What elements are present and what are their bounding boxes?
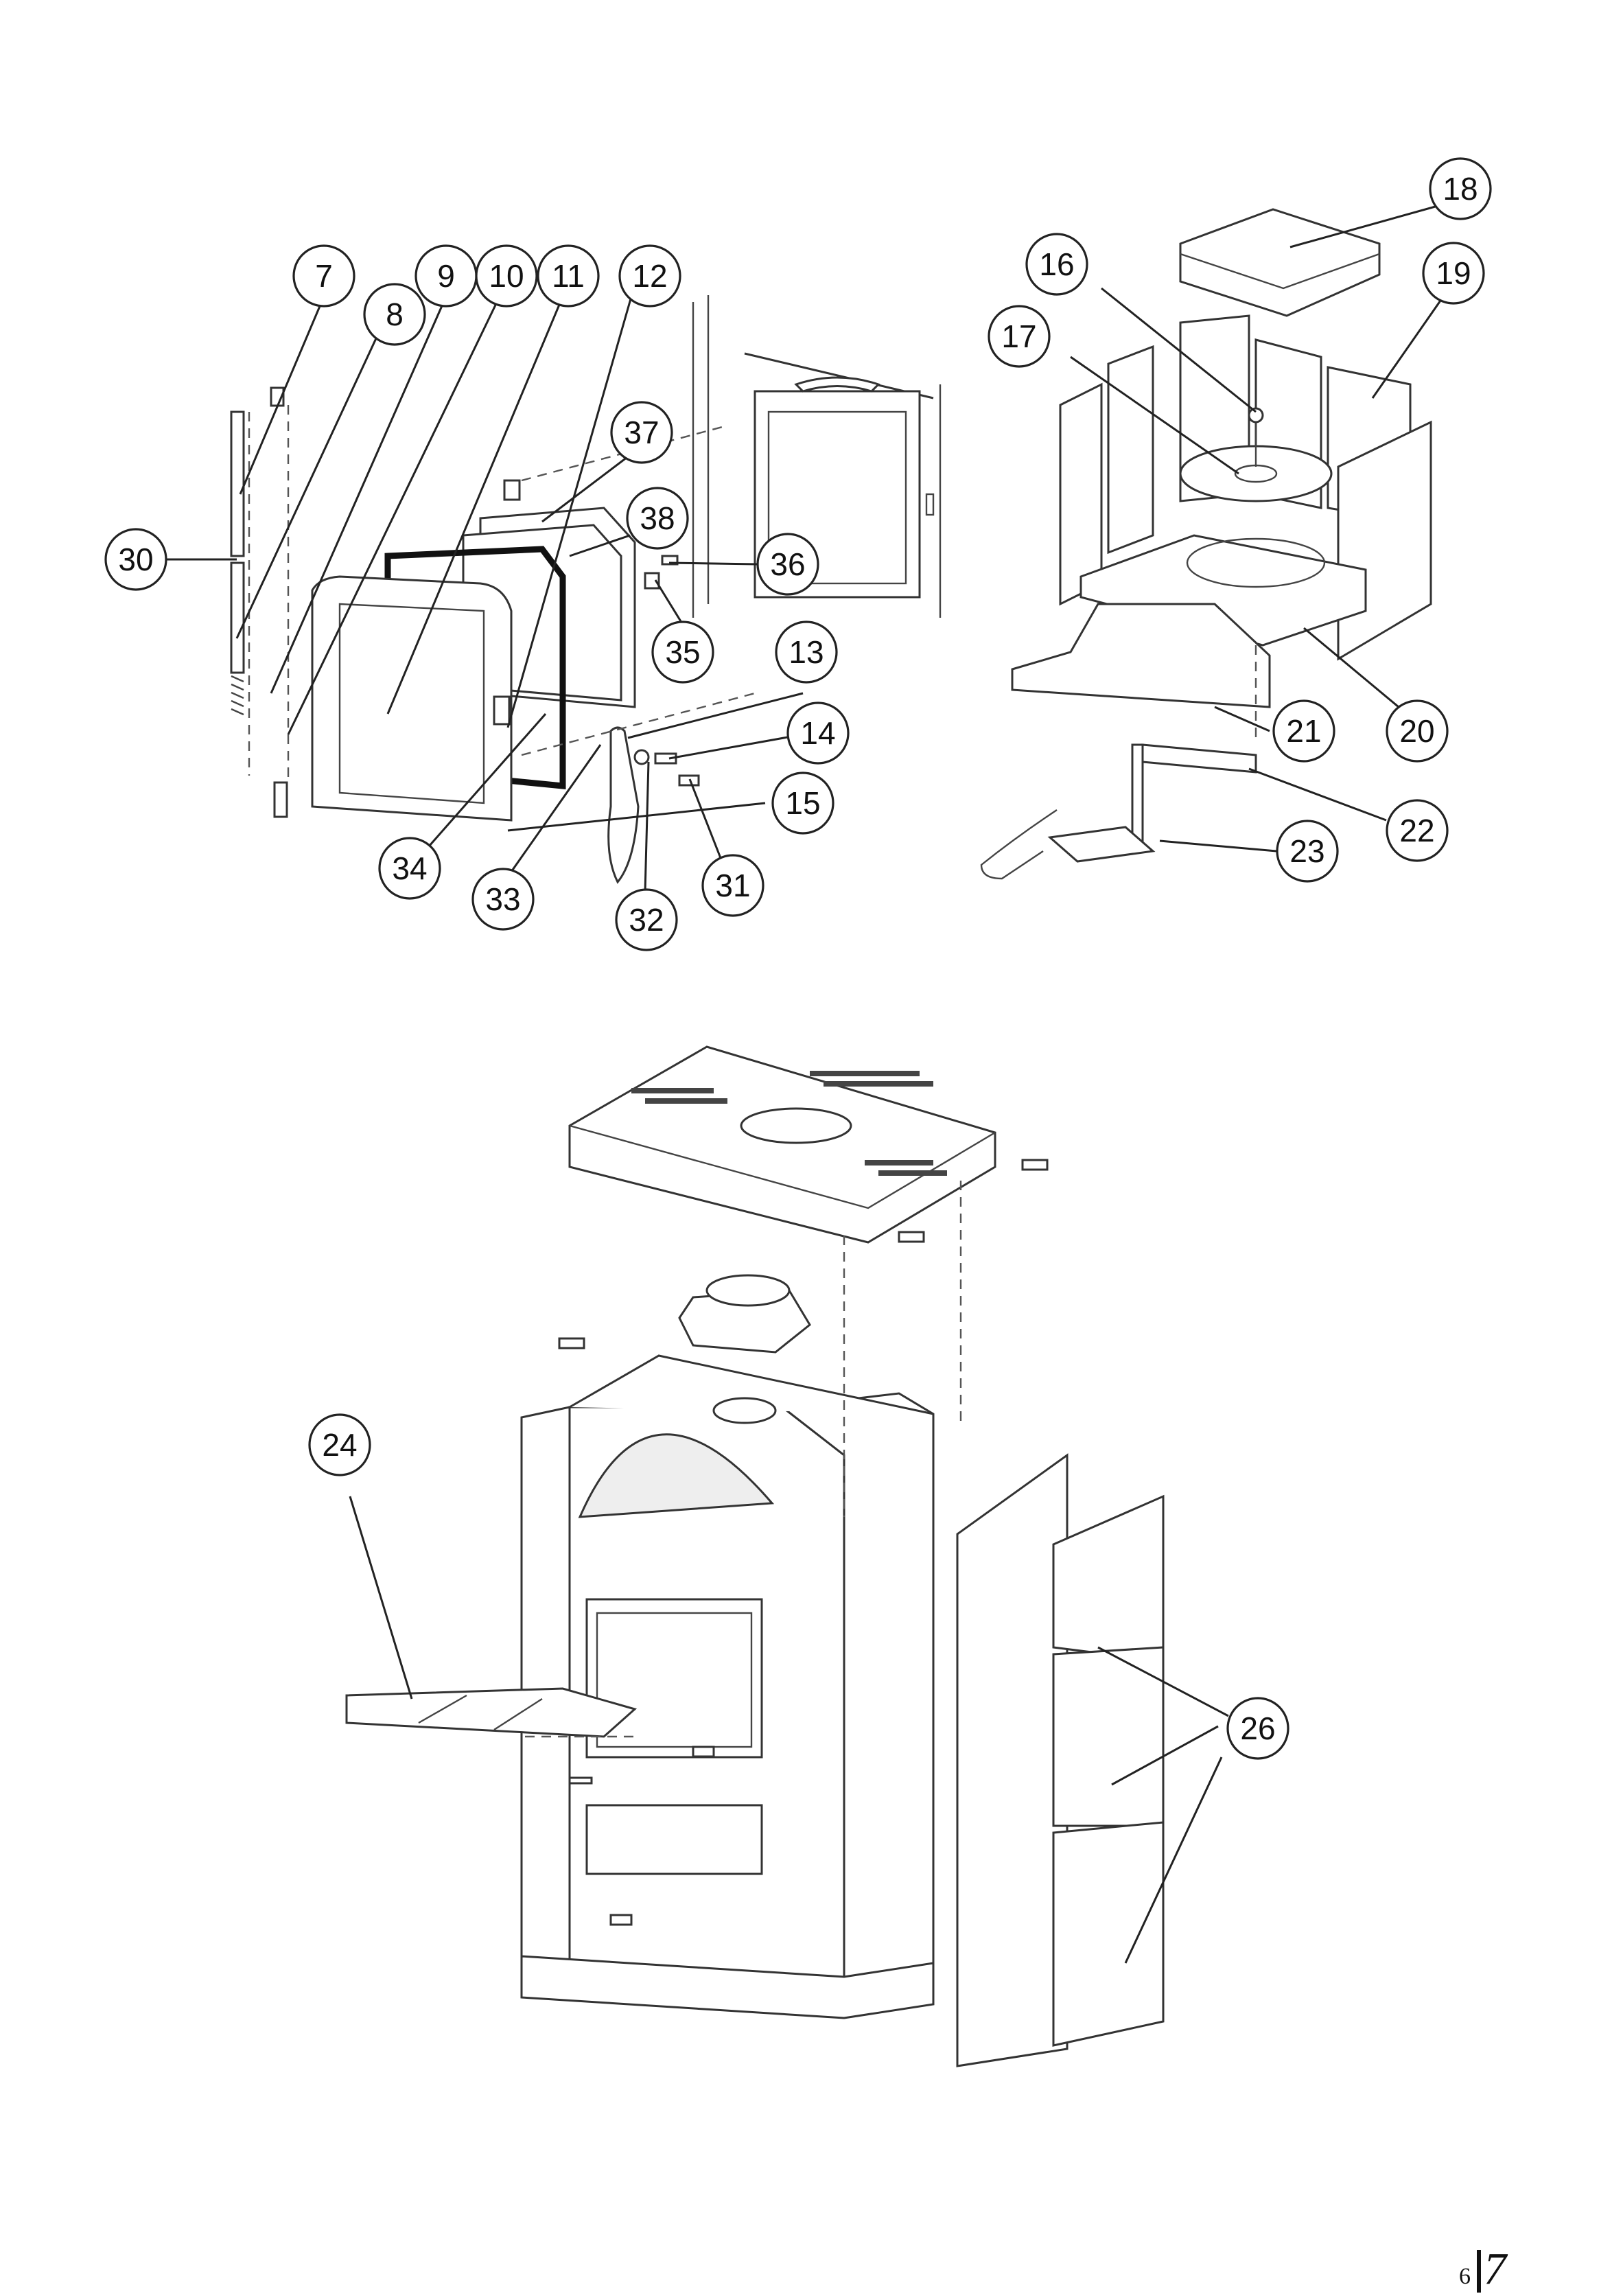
callout-26: 26 bbox=[1226, 1697, 1289, 1760]
callout-32: 32 bbox=[615, 888, 678, 951]
callout-37: 37 bbox=[610, 401, 673, 464]
svg-text:31: 31 bbox=[715, 868, 750, 903]
callout-24: 24 bbox=[308, 1413, 371, 1476]
svg-text:18: 18 bbox=[1443, 171, 1478, 207]
callout-13: 13 bbox=[775, 621, 838, 684]
svg-text:32: 32 bbox=[629, 902, 664, 938]
callout-9: 9 bbox=[414, 244, 478, 308]
page-number-divider bbox=[1477, 2250, 1481, 2293]
callout-15: 15 bbox=[771, 772, 834, 835]
callout-18: 18 bbox=[1429, 157, 1492, 220]
svg-text:22: 22 bbox=[1399, 813, 1434, 848]
callout-33: 33 bbox=[471, 868, 535, 931]
svg-text:15: 15 bbox=[785, 785, 820, 821]
svg-text:33: 33 bbox=[485, 881, 520, 917]
page-number-right: 7 bbox=[1484, 2244, 1506, 2294]
svg-text:26: 26 bbox=[1240, 1711, 1275, 1746]
callout-23: 23 bbox=[1276, 820, 1339, 883]
callout-12: 12 bbox=[618, 244, 681, 308]
page-number-left: 6 bbox=[1459, 2264, 1471, 2289]
callout-31: 31 bbox=[701, 854, 764, 917]
svg-text:35: 35 bbox=[665, 634, 700, 670]
svg-text:9: 9 bbox=[437, 258, 455, 294]
svg-text:30: 30 bbox=[118, 542, 153, 577]
callout-20: 20 bbox=[1386, 699, 1449, 763]
callout-7: 7 bbox=[292, 244, 355, 308]
leader-lines bbox=[165, 200, 1456, 1964]
firebox-drawing bbox=[980, 208, 1432, 880]
svg-text:24: 24 bbox=[322, 1427, 357, 1463]
svg-text:20: 20 bbox=[1399, 713, 1434, 749]
svg-text:13: 13 bbox=[789, 634, 824, 670]
svg-text:12: 12 bbox=[632, 258, 667, 294]
svg-text:38: 38 bbox=[640, 500, 675, 536]
callout-8: 8 bbox=[363, 283, 426, 346]
callout-30: 30 bbox=[104, 528, 167, 591]
svg-text:36: 36 bbox=[770, 546, 805, 582]
door-assembly-drawing bbox=[230, 295, 942, 884]
callout-14: 14 bbox=[786, 701, 850, 765]
stove-body-drawing bbox=[345, 1045, 1165, 2067]
svg-text:7: 7 bbox=[315, 258, 333, 294]
callout-10: 10 bbox=[475, 244, 538, 308]
callout-34: 34 bbox=[378, 837, 441, 900]
svg-text:14: 14 bbox=[800, 715, 835, 751]
callout-16: 16 bbox=[1025, 233, 1088, 296]
svg-text:11: 11 bbox=[552, 258, 585, 294]
svg-text:16: 16 bbox=[1039, 246, 1074, 282]
svg-text:23: 23 bbox=[1289, 833, 1324, 869]
callout-19: 19 bbox=[1422, 242, 1485, 305]
svg-text:10: 10 bbox=[489, 258, 524, 294]
callout-36: 36 bbox=[756, 533, 819, 596]
callout-22: 22 bbox=[1386, 799, 1449, 862]
callout-35: 35 bbox=[651, 621, 714, 684]
callout-21: 21 bbox=[1272, 699, 1335, 763]
page-number: 6 7 bbox=[1453, 2244, 1522, 2294]
svg-text:17: 17 bbox=[1001, 318, 1036, 354]
svg-text:21: 21 bbox=[1286, 713, 1321, 749]
svg-text:37: 37 bbox=[624, 415, 659, 450]
callout-11: 11 bbox=[537, 244, 600, 308]
callout-17: 17 bbox=[988, 305, 1051, 368]
svg-text:34: 34 bbox=[392, 850, 427, 886]
svg-text:8: 8 bbox=[386, 297, 404, 332]
svg-text:19: 19 bbox=[1436, 255, 1471, 291]
callout-38: 38 bbox=[626, 487, 689, 550]
